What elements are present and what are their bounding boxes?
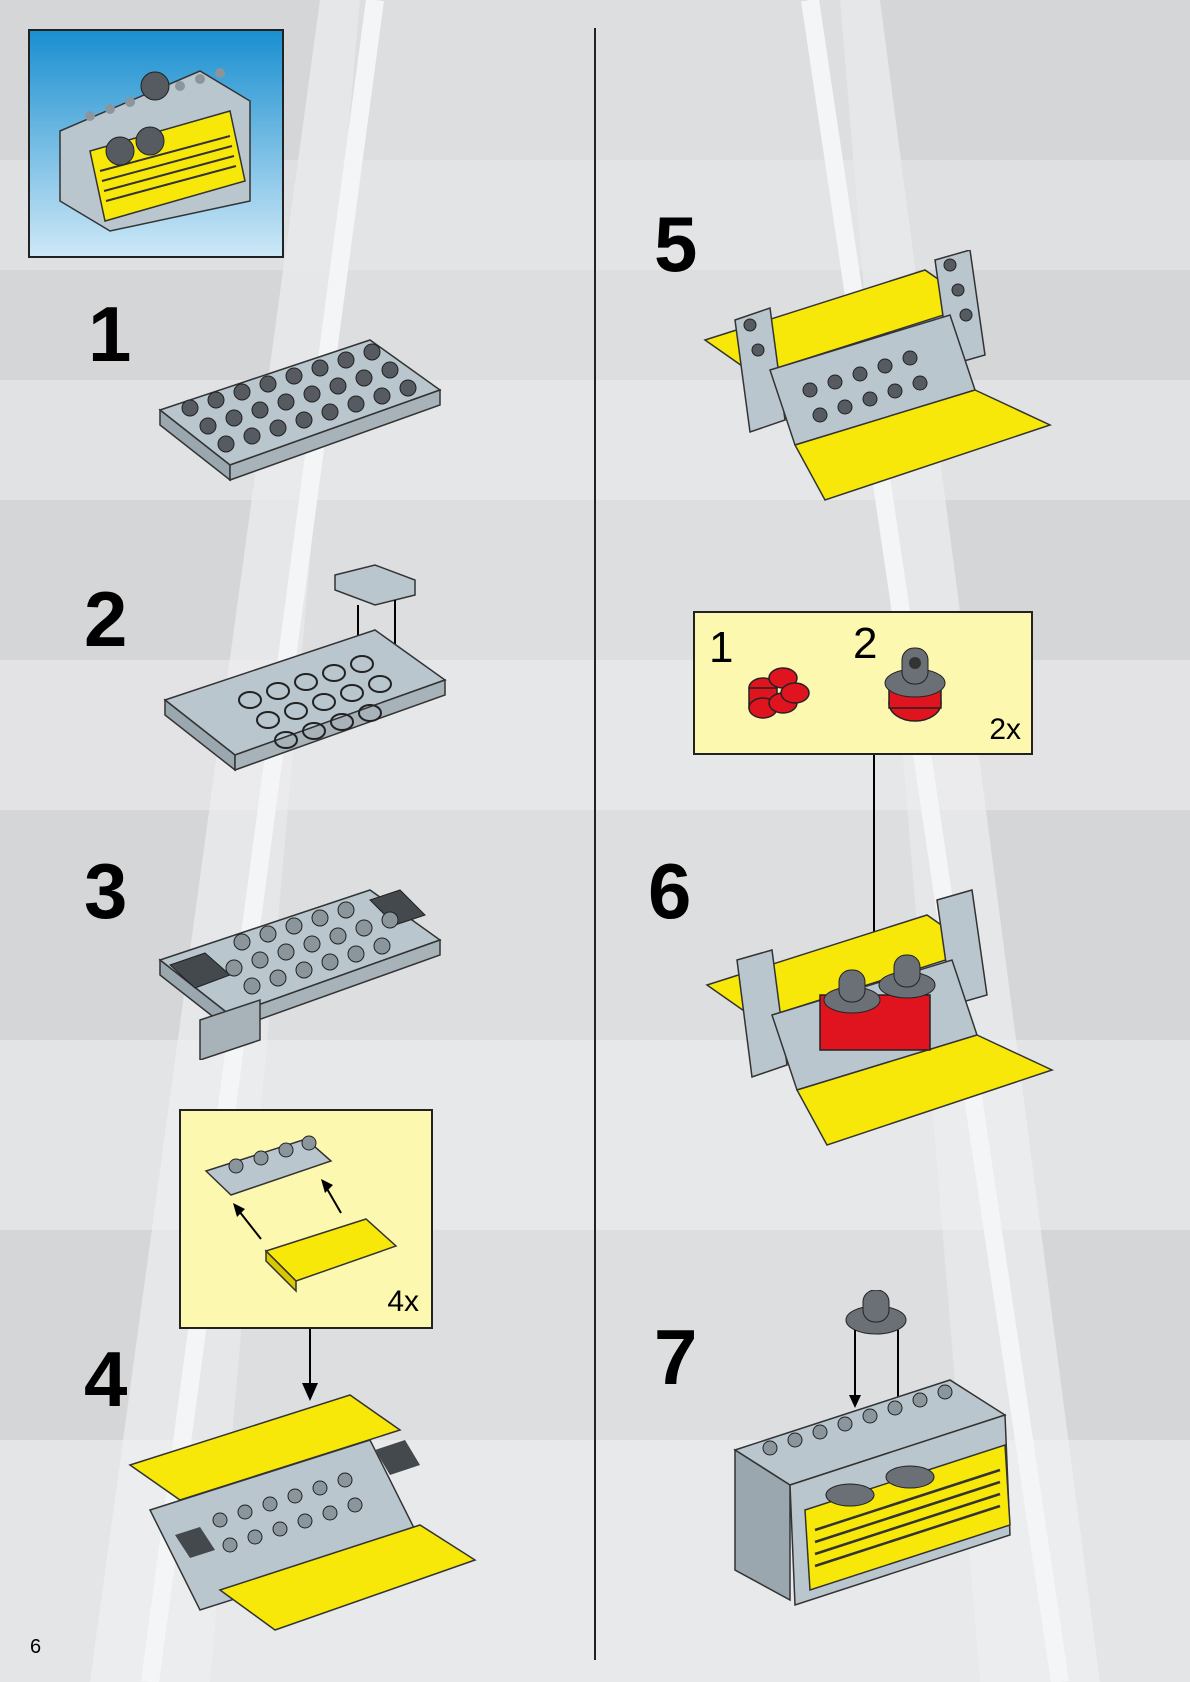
step4-arrow <box>302 1329 318 1401</box>
column-divider <box>594 28 596 1660</box>
step-number-7: 7 <box>654 1313 698 1401</box>
step7-model <box>733 1290 1011 1607</box>
step3-plate-model <box>158 889 442 1060</box>
step5-model <box>703 250 1053 501</box>
step6-substep-1: 1 <box>709 623 734 672</box>
gray-cap-on-red-bricks-icon <box>884 647 946 722</box>
red-round-bricks-icon <box>748 667 810 719</box>
step4-plate-model <box>128 1394 477 1631</box>
step4-callout: 4x <box>179 1109 433 1329</box>
step6-model <box>705 889 1055 1146</box>
step1-plate-model <box>158 339 442 482</box>
step4-multiplier: 4x <box>387 1285 419 1318</box>
step6-callout: 1 2 2x <box>693 611 1033 755</box>
step6-multiplier: 2x <box>989 713 1021 746</box>
step-number-2: 2 <box>84 575 128 663</box>
step-number-1: 1 <box>88 290 132 378</box>
step-number-6: 6 <box>648 847 692 935</box>
finished-model-preview <box>28 29 284 258</box>
step-number-3: 3 <box>84 847 128 935</box>
step-number-5: 5 <box>654 200 698 288</box>
page-number: 6 <box>30 1636 42 1658</box>
step2-plate-model <box>163 564 447 772</box>
step-number-4: 4 <box>84 1335 128 1423</box>
step6-substep-2: 2 <box>853 619 878 668</box>
preview-model-icon <box>59 68 251 232</box>
step4-callout-parts <box>204 1135 398 1293</box>
